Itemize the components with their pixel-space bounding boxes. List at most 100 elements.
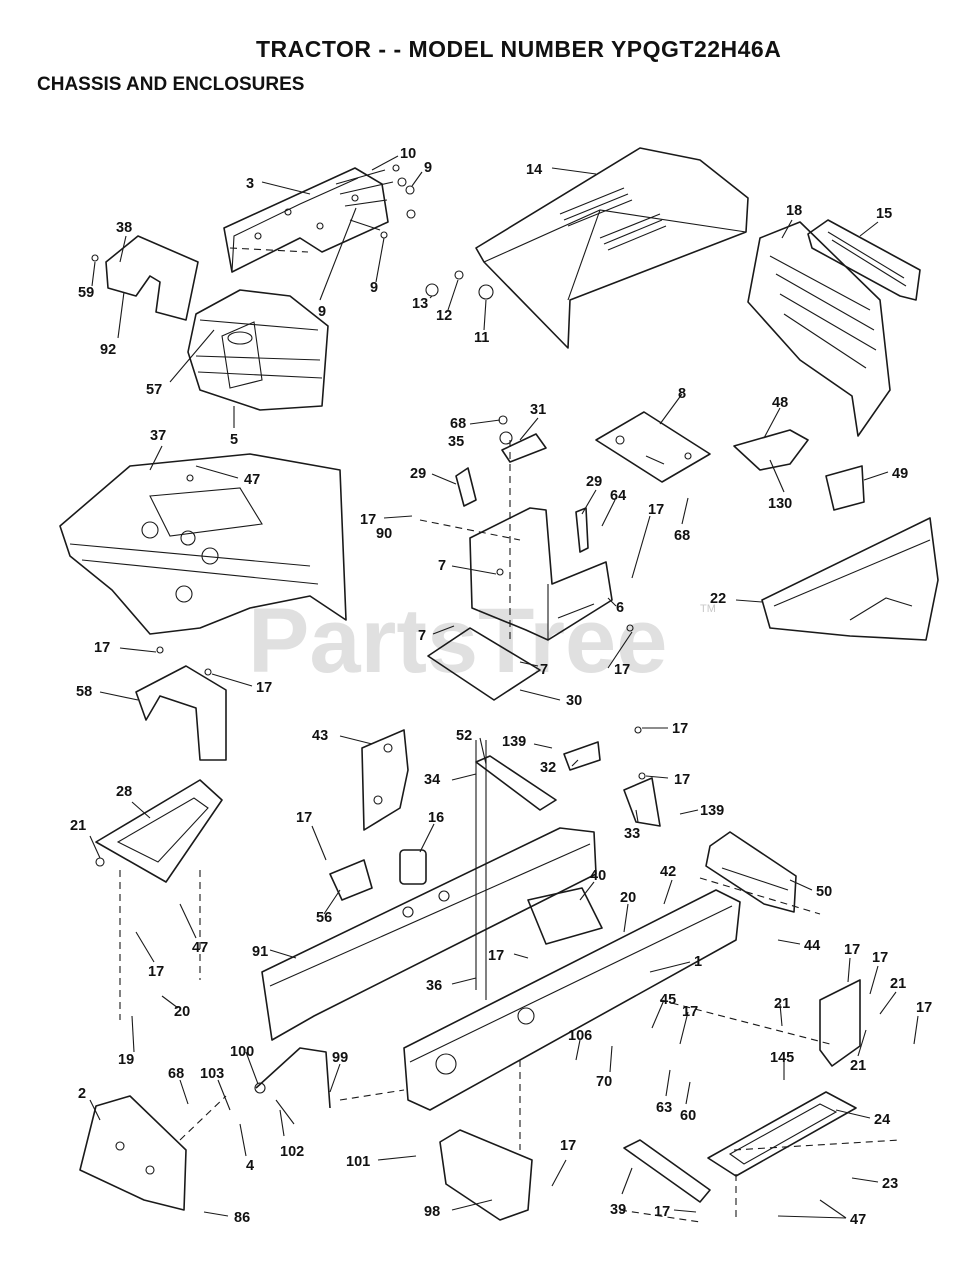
callout-label: 52	[456, 728, 472, 744]
callout-label: 17	[654, 1204, 670, 1220]
callout-label: 102	[280, 1144, 304, 1160]
callout-label: 145	[770, 1050, 794, 1066]
part-bracket-34	[475, 726, 661, 1000]
callout-label: 17	[872, 950, 888, 966]
callout-label: 57	[146, 382, 162, 398]
part-small-brackets	[329, 849, 603, 945]
callout-label: 7	[540, 662, 548, 678]
callout-label: 24	[874, 1112, 890, 1128]
callout-label: 8	[678, 386, 686, 402]
callout-label: 19	[118, 1052, 134, 1068]
callout-label: 100	[230, 1044, 254, 1060]
callout-label: 2	[78, 1086, 86, 1102]
part-frame-rail-left	[261, 827, 597, 1041]
callout-label: 17	[256, 680, 272, 696]
callout-label: 42	[660, 864, 676, 880]
callout-label: 6	[616, 600, 624, 616]
callout-label: 70	[596, 1074, 612, 1090]
callout-label: 48	[772, 395, 788, 411]
watermark-tm: TM	[700, 603, 716, 615]
callout-label: 20	[174, 1004, 190, 1020]
page-title: TRACTOR - - MODEL NUMBER YPQGT22H46A	[256, 36, 782, 62]
callout-label: 43	[312, 728, 328, 744]
callout-label: 17	[488, 948, 504, 964]
callout-label: 37	[150, 428, 166, 444]
callout-label: 30	[566, 693, 582, 709]
callout-label: 68	[450, 416, 466, 432]
callout-label: 36	[426, 978, 442, 994]
callout-label: 1	[694, 954, 702, 970]
callout-label: 35	[448, 434, 464, 450]
callout-label: 17	[674, 772, 690, 788]
callout-label: 15	[876, 206, 892, 222]
callout-label: 9	[424, 160, 432, 176]
callout-label: 90	[376, 526, 392, 542]
callout-label: 92	[100, 342, 116, 358]
callout-label: 59	[78, 285, 94, 301]
callout-label: 38	[116, 220, 132, 236]
callout-label: 21	[774, 996, 790, 1012]
callout-label: 130	[768, 496, 792, 512]
part-footrest-28	[95, 779, 223, 883]
callout-label: 60	[680, 1108, 696, 1124]
callout-label: 17	[94, 640, 110, 656]
callout-label: 17	[296, 810, 312, 826]
callout-label: 101	[346, 1154, 370, 1170]
callout-label: 106	[568, 1028, 592, 1044]
part-body-pan	[59, 453, 347, 635]
callout-label: 11	[474, 330, 489, 346]
callout-label: 21	[890, 976, 906, 992]
assembly-lines	[119, 247, 901, 1223]
part-linkage	[254, 1047, 331, 1125]
callout-label: 10	[400, 146, 416, 162]
callout-label: 17	[648, 502, 664, 518]
callout-label: 33	[624, 826, 640, 842]
callout-leaders	[89, 155, 919, 1219]
callout-label: 17	[360, 512, 376, 528]
callout-label: 9	[318, 304, 326, 320]
callout-label: 29	[410, 466, 426, 482]
part-bracket-48	[733, 429, 865, 511]
callout-label: 7	[418, 628, 426, 644]
callout-labels: 10 9 3 9 9 14 18 15 38 59 92 57 5 13 12 …	[70, 146, 932, 1228]
callout-label: 13	[412, 296, 428, 312]
part-panel-50	[705, 831, 797, 913]
callout-label: 63	[656, 1100, 672, 1116]
callout-label: 12	[436, 308, 452, 324]
part-skid-plate-98	[439, 1129, 533, 1221]
part-mount-58	[135, 646, 227, 761]
callout-label: 139	[502, 734, 526, 750]
part-grille	[747, 219, 921, 437]
callout-label: 32	[540, 760, 556, 776]
callout-label: 17	[614, 662, 630, 678]
callout-label: 16	[428, 810, 444, 826]
callout-label: 4	[246, 1158, 254, 1174]
callout-label: 34	[424, 772, 440, 788]
part-fuel-tank	[187, 289, 329, 411]
callout-label: 44	[804, 938, 820, 954]
callout-label: 17	[672, 721, 688, 737]
callout-label: 68	[168, 1066, 184, 1082]
callout-label: 9	[370, 280, 378, 296]
callout-label: 23	[882, 1176, 898, 1192]
callout-label: 21	[70, 818, 86, 834]
callout-label: 39	[610, 1202, 626, 1218]
part-plate-2	[79, 1095, 187, 1211]
callout-label: 29	[586, 474, 602, 490]
callout-label: 91	[252, 944, 268, 960]
callout-label: 17	[682, 1004, 698, 1020]
part-side-panel	[761, 517, 939, 641]
callout-label: 50	[816, 884, 832, 900]
callout-label: 14	[526, 162, 542, 178]
callout-label: 45	[660, 992, 676, 1008]
callout-label: 86	[234, 1210, 250, 1226]
callout-label: 40	[590, 868, 606, 884]
callout-label: 99	[332, 1050, 348, 1066]
callout-label: 58	[76, 684, 92, 700]
section-subtitle: CHASSIS AND ENCLOSURES	[37, 74, 305, 95]
callout-label: 64	[610, 488, 626, 504]
part-frame-rail-right	[403, 889, 741, 1111]
callout-label: 68	[674, 528, 690, 544]
part-hood	[425, 147, 749, 349]
